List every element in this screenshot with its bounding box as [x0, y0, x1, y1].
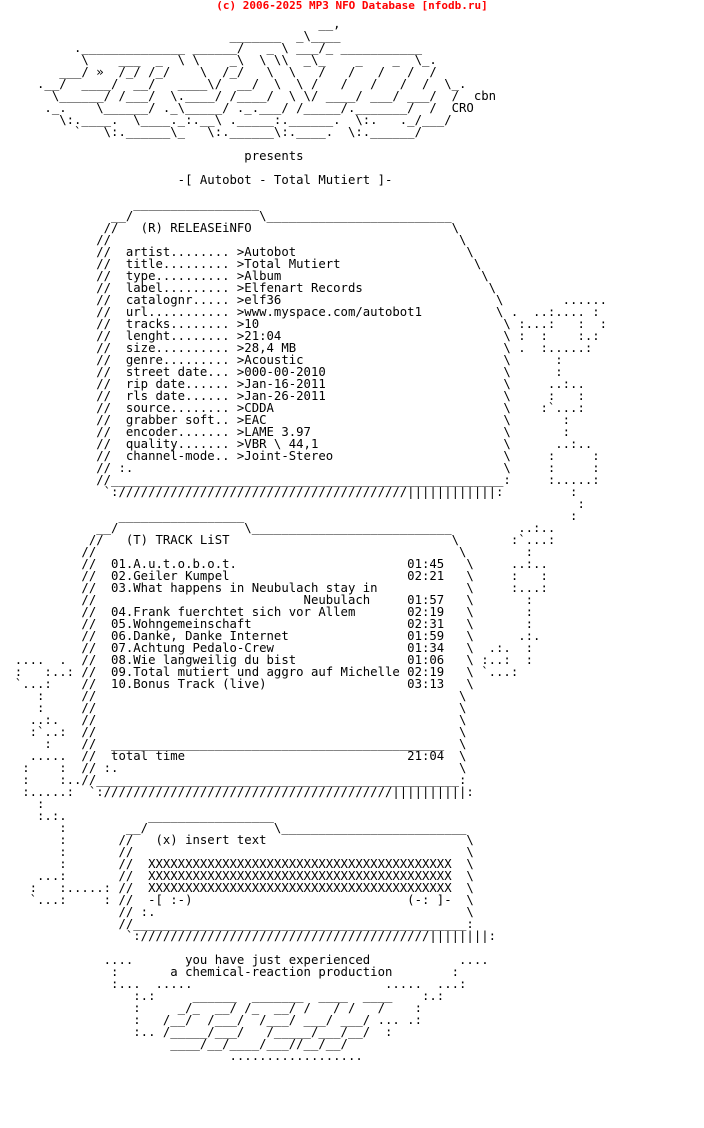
nfo-text: __, _______ _\____ .______________ _____… [14, 17, 608, 1063]
site-header: (c) 2006-2025 MP3 NFO Database [nfodb.ru… [216, 0, 488, 12]
